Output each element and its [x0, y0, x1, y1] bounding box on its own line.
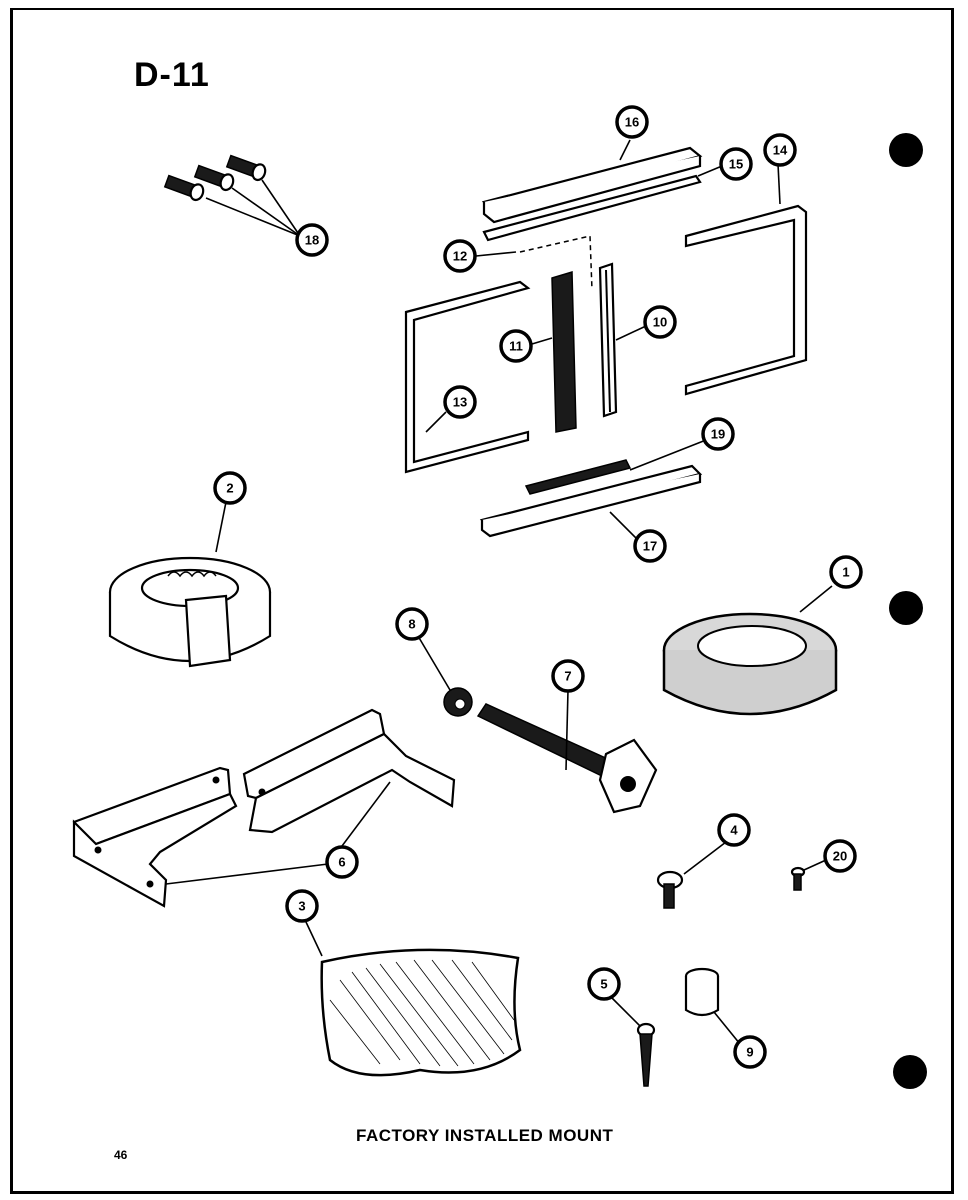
part-14-right-frame [684, 163, 808, 396]
svg-text:17: 17 [643, 539, 657, 554]
part-15-strip [482, 165, 723, 242]
svg-text:9: 9 [746, 1045, 753, 1060]
part-2-seal-roll [108, 501, 272, 668]
part-16-top-rail [481, 139, 703, 224]
part-5-wood-screw [609, 995, 656, 1087]
part-12-fastener [475, 235, 593, 291]
svg-text:16: 16 [625, 115, 639, 130]
callout-10: 10 [643, 305, 677, 339]
callout-18: 18 [295, 223, 329, 257]
diagram-caption: FACTORY INSTALLED MOUNT [356, 1126, 614, 1145]
callout-16: 16 [615, 105, 649, 139]
part-17-bottom-rail [479, 464, 703, 539]
part-6-brackets [72, 708, 456, 908]
callout-17: 17 [633, 529, 667, 563]
svg-text:5: 5 [600, 977, 607, 992]
callout-19: 19 [701, 417, 735, 451]
svg-text:20: 20 [833, 849, 847, 864]
callout-13: 13 [443, 385, 477, 419]
binder-hole-bottom [893, 1055, 927, 1089]
part-1-foam-ring [662, 585, 838, 716]
svg-text:18: 18 [305, 233, 319, 248]
callout-15: 15 [719, 147, 753, 181]
binder-hole-top [889, 133, 923, 167]
svg-text:10: 10 [653, 315, 667, 330]
svg-text:3: 3 [298, 899, 305, 914]
part-18-screws [163, 154, 301, 237]
callout-4: 4 [717, 813, 751, 847]
callout-1: 1 [829, 555, 863, 589]
binder-hole-middle [889, 591, 923, 625]
svg-text:1: 1 [842, 565, 849, 580]
callout-9: 9 [733, 1035, 767, 1069]
page-number: 46 [114, 1148, 128, 1162]
callout-14: 14 [763, 133, 797, 167]
svg-text:6: 6 [338, 855, 345, 870]
svg-text:13: 13 [453, 395, 467, 410]
part-11-foam-seal [531, 270, 577, 433]
svg-text:7: 7 [564, 669, 571, 684]
svg-text:15: 15 [729, 157, 743, 172]
page-title: D-11 [134, 56, 210, 94]
svg-text:8: 8 [408, 617, 415, 632]
part-8-lock-washer [417, 635, 473, 717]
svg-text:19: 19 [711, 427, 725, 442]
part-4-screw [656, 841, 727, 909]
callout-7: 7 [551, 659, 585, 693]
svg-text:2: 2 [226, 481, 233, 496]
svg-text:12: 12 [453, 249, 467, 264]
callout-2: 2 [213, 471, 247, 505]
callout-6: 6 [325, 845, 359, 879]
callout-8: 8 [395, 607, 429, 641]
callout-3: 3 [285, 889, 319, 923]
part-20-small-screw [790, 859, 827, 891]
callout-11: 11 [499, 329, 533, 363]
part-10-channel [598, 262, 647, 418]
svg-text:4: 4 [730, 823, 738, 838]
part-7-bolt [476, 689, 658, 814]
part-19-gasket [524, 439, 707, 495]
callout-20: 20 [823, 839, 857, 873]
part-3-hardware-bag [305, 921, 522, 1077]
callout-5: 5 [587, 967, 621, 1001]
svg-text:14: 14 [773, 143, 788, 158]
part-9-spacer [684, 967, 741, 1045]
svg-text:11: 11 [509, 339, 523, 354]
part-13-left-frame [404, 280, 531, 474]
callout-12: 12 [443, 239, 477, 273]
